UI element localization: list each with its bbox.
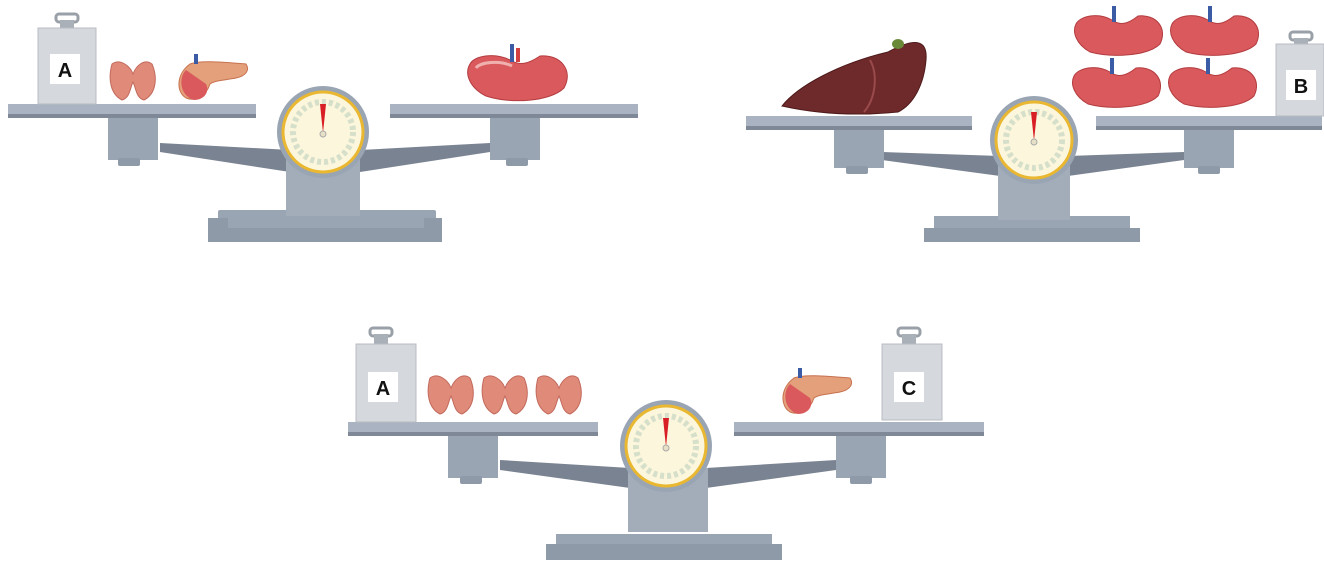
stomach-icon: [1075, 6, 1163, 55]
left-pan: [348, 422, 598, 432]
left-pan: [8, 104, 256, 114]
pancreas-icon: [179, 54, 248, 100]
weight-label: C: [902, 378, 916, 400]
thyroid-icon: [536, 376, 581, 414]
thyroid-icon: [428, 376, 473, 414]
scale-base: [546, 534, 782, 560]
scale-3-frame: A C: [340, 320, 1000, 563]
scale-1-frame: A: [0, 0, 650, 260]
right-pan-support: [836, 434, 886, 478]
stomach-icon: [1073, 58, 1161, 107]
stomach-icon: [1171, 6, 1259, 55]
left-pan-support: [448, 434, 498, 478]
scale-dial: [620, 400, 712, 492]
right-pan: [734, 422, 984, 432]
right-pan: [390, 104, 638, 114]
weight-label: A: [58, 60, 72, 82]
stomach-icon: [1169, 58, 1257, 107]
right-pan: [1096, 116, 1322, 126]
balance-scale-1: A: [0, 0, 650, 260]
thyroid-icon: [482, 376, 527, 414]
weight-label: A: [376, 378, 390, 400]
weight-b: B: [1276, 32, 1324, 116]
right-beam-arm: [360, 143, 490, 172]
liver-icon: [782, 39, 926, 114]
pancreas-icon: [783, 368, 852, 414]
right-pan-support: [490, 116, 540, 160]
left-pan-support: [834, 126, 884, 168]
right-pan-support: [1184, 126, 1234, 168]
left-pan: [746, 116, 972, 126]
thyroid-icon: [110, 62, 155, 100]
weight-a: A: [38, 14, 96, 104]
weight-label: B: [1294, 76, 1308, 98]
weight-c: C: [882, 328, 942, 420]
stomach-icon: [468, 44, 568, 101]
left-beam-arm: [160, 143, 290, 172]
weight-a: A: [356, 328, 416, 422]
scale-2-frame: B: [738, 0, 1324, 260]
balance-scale-2: B: [738, 0, 1324, 260]
balance-scale-3: A C: [340, 320, 1000, 563]
scale-dial: [990, 96, 1078, 184]
left-pan-support: [108, 116, 158, 160]
scale-dial: [277, 86, 369, 178]
